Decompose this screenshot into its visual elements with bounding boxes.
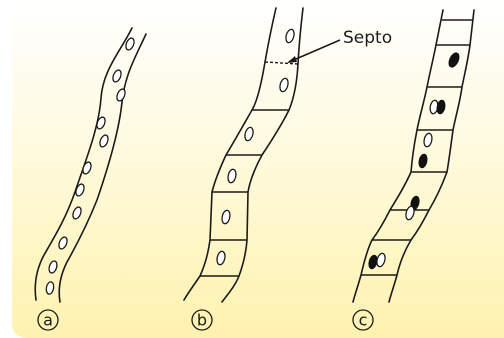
nucleus [279,77,289,93]
nucleus-filled [418,153,428,169]
nucleus [125,37,135,51]
hypha-c-left-wall [352,9,444,303]
hypha-a-left-wall [34,27,133,301]
panel-label-c-text: c [359,311,368,330]
nucleus [285,28,295,44]
nucleus [116,88,126,102]
nucleus [96,116,106,130]
nucleus [48,260,58,274]
nucleus [45,281,55,295]
nucleus [99,134,109,148]
hypha-a [34,27,147,303]
panel-label-b-text: b [197,311,207,330]
background-panel [12,0,504,338]
nucleus [227,168,237,184]
hypha-c-right-wall [388,9,475,303]
nucleus-filled [436,99,446,115]
hypha-c [352,9,475,303]
septum [264,61,299,65]
panel-label-b: b [191,309,213,331]
nucleus [216,250,226,266]
septo-pointer-line [288,39,341,63]
panel-label-c: c [352,309,374,331]
hypha-b: Septo [183,7,392,303]
septo-label: Septo [343,28,392,48]
nucleus [58,236,68,250]
nucleus [244,126,254,142]
nucleus-filled [448,52,460,68]
panel-label-a-text: a [43,311,53,330]
nucleus [221,209,231,225]
nucleus [423,132,433,148]
panel-label-a: a [37,309,59,331]
hypha-a-right-wall [58,33,147,303]
nucleus [376,252,386,268]
nucleus [72,206,82,220]
nucleus [112,69,122,83]
nucleus [405,205,415,221]
nucleus [82,161,92,175]
septo-pointer-arrowhead [287,56,297,63]
nucleus [75,183,85,197]
